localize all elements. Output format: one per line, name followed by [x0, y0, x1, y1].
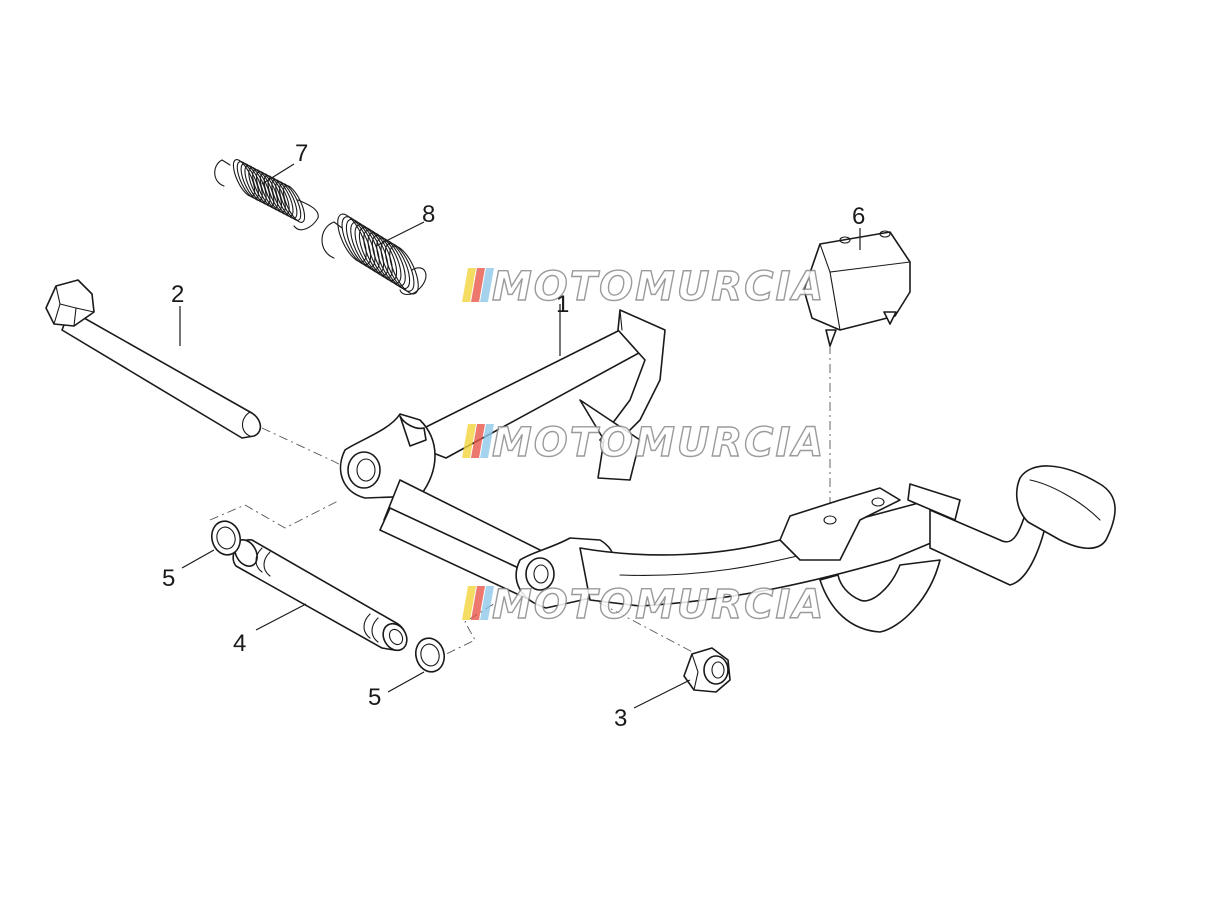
callout-8: 8 — [422, 201, 435, 228]
watermark-stripe — [480, 268, 494, 302]
callout-5-lower: 5 — [368, 684, 381, 711]
watermark-bottom: MOTOMURCIA — [462, 581, 825, 629]
callout-2: 2 — [171, 281, 184, 308]
watermark-stripe — [471, 268, 485, 302]
callout-5-upper: 5 — [162, 565, 175, 592]
spring-large — [321, 213, 427, 296]
assembly-axis-lines — [209, 345, 831, 663]
watermark-stripe — [480, 424, 494, 458]
spring-coil — [380, 240, 411, 290]
spring-small — [214, 159, 319, 231]
svg-text:MOTOMURCIA: MOTOMURCIA — [492, 420, 825, 466]
washer-upper — [210, 520, 242, 556]
callout-3: 3 — [614, 705, 627, 732]
callout-labels: 1 2 3 4 5 5 6 7 8 — [162, 140, 865, 732]
watermark-stripe — [462, 268, 476, 302]
callout-7: 7 — [295, 140, 308, 167]
watermark-stripe — [462, 424, 476, 458]
long-bolt — [45, 279, 262, 439]
callout-6: 6 — [852, 203, 865, 230]
lock-nut — [683, 647, 731, 693]
washer-lower — [414, 637, 446, 673]
watermark-stripe — [462, 586, 476, 620]
watermark-stripe — [471, 424, 485, 458]
leader-lines — [179, 163, 861, 709]
spring-coil — [384, 242, 415, 292]
svg-text:MOTOMURCIA: MOTOMURCIA — [492, 264, 825, 310]
pivot-pin — [232, 539, 408, 652]
svg-text:MOTOMURCIA: MOTOMURCIA — [492, 582, 825, 628]
spring-coil — [279, 183, 302, 221]
center-stand — [339, 309, 1116, 633]
watermark-top: MOTOMURCIA — [462, 263, 825, 311]
callout-1: 1 — [556, 291, 569, 318]
spring-coil — [389, 245, 419, 295]
callout-4: 4 — [233, 630, 246, 657]
watermark-middle: MOTOMURCIA — [462, 419, 825, 467]
watermark-stripe — [480, 586, 494, 620]
rubber-buffer — [803, 230, 911, 347]
watermark-stripe — [471, 586, 485, 620]
